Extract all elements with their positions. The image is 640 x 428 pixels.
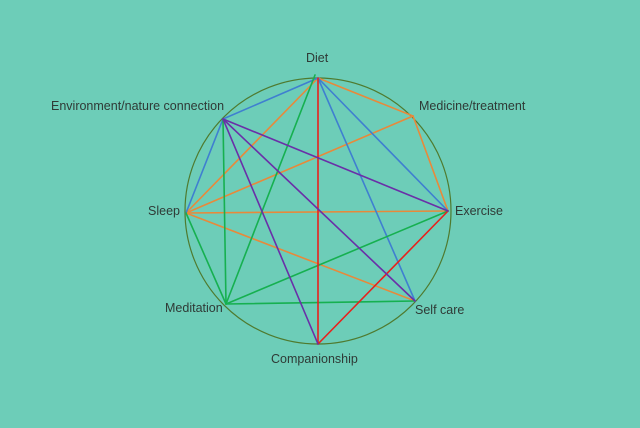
node-label-sleep: Sleep <box>148 204 180 218</box>
edge-group <box>185 74 449 345</box>
node-label-meditation: Meditation <box>165 301 223 315</box>
edge-environment-sleep <box>185 118 224 214</box>
edge-diet-environment <box>222 77 319 120</box>
edge-sleep-meditation <box>185 212 227 305</box>
edge-meditation-selfcare <box>225 300 416 305</box>
edge-environment-exercise <box>222 118 449 212</box>
node-label-medicine: Medicine/treatment <box>419 99 526 113</box>
edge-diet-medicine <box>317 77 414 117</box>
edge-exercise-sleep <box>185 210 449 214</box>
edge-meditation-exercise <box>225 210 449 305</box>
node-label-environment: Environment/nature connection <box>51 99 225 113</box>
node-label-exercise: Exercise <box>455 204 503 218</box>
node-label-selfcare: Self care <box>415 303 465 317</box>
edge-medicine-sleep <box>185 115 414 214</box>
edge-environment-companionship <box>222 118 319 345</box>
edge-exercise-companionship <box>317 210 449 345</box>
edge-environment-selfcare <box>222 118 416 302</box>
edge-diet-exercise <box>317 77 449 212</box>
node-label-companionship: Companionship <box>271 352 358 366</box>
edge-sleep-selfcare <box>185 212 416 302</box>
edge-environment-meditation <box>222 118 227 305</box>
edge-diet-selfcare <box>317 77 416 302</box>
edge-diet-meditation <box>225 74 316 305</box>
node-label-diet: Diet <box>306 51 329 65</box>
edge-medicine-exercise <box>412 115 449 212</box>
